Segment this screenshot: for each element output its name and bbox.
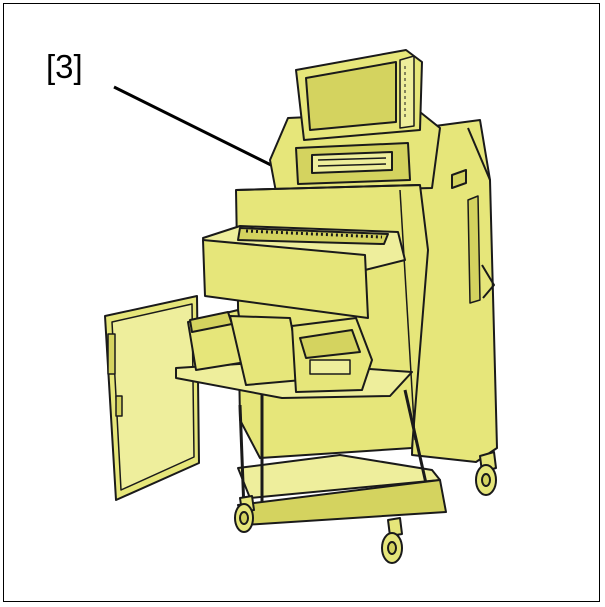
caster-front-left	[234, 495, 255, 533]
callout-leader-line	[113, 85, 272, 167]
monitor-screen	[305, 61, 397, 131]
caster-front-right	[381, 517, 403, 564]
drawer-front	[202, 239, 369, 319]
callout-label: [3]	[46, 48, 83, 85]
caster-rear-right	[475, 451, 497, 496]
lower-shelf	[237, 454, 441, 499]
